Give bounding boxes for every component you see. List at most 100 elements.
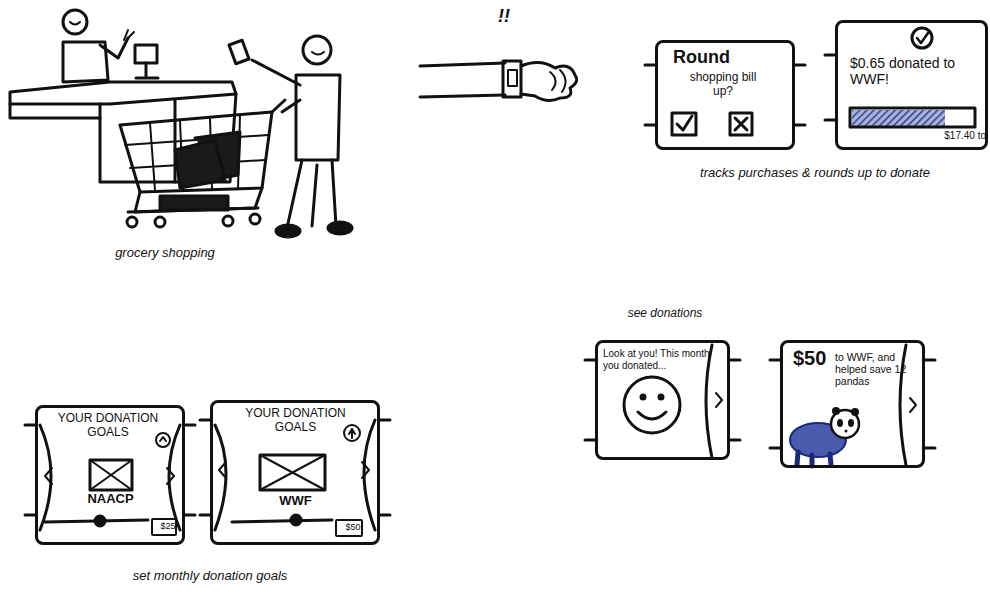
swipe-tab — [219, 462, 226, 478]
check-icon — [912, 28, 932, 48]
amount-value: $50 — [341, 522, 365, 532]
arm-with-watch — [420, 63, 505, 97]
decline-button — [730, 113, 752, 135]
goal-slider — [45, 515, 332, 526]
next-tab — [910, 398, 916, 412]
next-tab — [706, 345, 916, 465]
screen-text: $0.65 donated to WWF! — [850, 55, 975, 87]
watch-strap-stub — [585, 360, 740, 440]
shopper-figure — [276, 225, 300, 237]
scene-caption: tracks purchases & rounds up to donate — [695, 165, 935, 181]
panda-drawing — [848, 419, 854, 427]
next-tab — [706, 345, 712, 458]
goal-slider — [232, 520, 332, 522]
amount-box: $50 — [335, 519, 363, 537]
amount-value: $25 — [157, 521, 179, 531]
shopping-cart — [125, 115, 268, 190]
app-screen: $50to WWF, and helped save 12 pandas — [780, 340, 925, 468]
shopper-figure — [328, 222, 352, 234]
swipe-tab — [167, 468, 174, 484]
checkout-counter — [135, 45, 157, 63]
screen-heading: YOUR DONATION GOALS — [233, 407, 358, 435]
swipe-tab — [362, 462, 369, 478]
swipe-tab — [40, 425, 51, 530]
charity-name: NAACP — [73, 492, 148, 507]
shopper-figure — [296, 75, 340, 160]
shopper-figure — [287, 160, 336, 228]
smiley-face — [638, 412, 666, 419]
decline-button — [730, 113, 752, 135]
panda-drawing — [837, 419, 843, 427]
shopping-cart — [250, 214, 260, 224]
cashier-figure — [124, 30, 134, 40]
swipe-tab — [169, 425, 180, 530]
app-screen: YOUR DONATION GOALSWWF$50 — [210, 400, 380, 545]
shopping-cart — [128, 208, 258, 212]
checkout-counter — [136, 63, 158, 78]
shopping-cart — [120, 112, 272, 192]
decline-button — [735, 118, 747, 130]
goal-slider — [291, 515, 301, 525]
smiley-face — [624, 377, 680, 433]
arm-with-watch — [508, 70, 517, 86]
image-placeholder — [90, 460, 132, 490]
arm-with-watch — [521, 62, 577, 100]
app-screen: YOUR DONATION GOALS NAACP $25 — [35, 405, 185, 545]
shopper-figure — [312, 52, 324, 55]
scene-caption: grocery shopping — [85, 245, 245, 261]
smiley-face — [624, 377, 680, 433]
image-placeholder — [90, 460, 132, 490]
panda-drawing — [851, 408, 859, 416]
next-tab — [716, 393, 722, 407]
image-placeholder — [90, 455, 325, 490]
shopping-cart — [223, 216, 233, 226]
confirm-button — [677, 116, 692, 130]
arm-with-watch — [420, 61, 577, 101]
shopper-figure — [252, 60, 300, 85]
swipe-tab — [45, 468, 52, 484]
image-placeholder — [260, 455, 325, 490]
panda-drawing — [797, 452, 831, 466]
shopping-cart — [155, 217, 165, 227]
watch-strap-stub — [825, 55, 835, 120]
refresh-icon — [156, 433, 170, 447]
screen-text: to WWF, and helped save 12 pandas — [835, 351, 907, 387]
refresh-icon — [160, 437, 166, 441]
watch-screen: $0.65 donated to WWF!$17.40 to — [835, 20, 988, 150]
shopping-cart — [120, 100, 285, 227]
panda-drawing — [832, 407, 840, 415]
next-tab — [900, 345, 906, 465]
smiley-face — [659, 395, 663, 399]
shopper-figure — [229, 40, 249, 64]
watch-screen: Round shopping bill up? — [655, 40, 795, 150]
screen-text: shopping bill up? — [678, 71, 768, 99]
confirm-button — [672, 113, 696, 135]
cashier-figure — [70, 22, 80, 25]
cashier-figure — [63, 10, 87, 34]
refresh-icon — [344, 425, 360, 441]
alert-mark: !! — [498, 6, 528, 28]
progress-bar — [850, 108, 975, 127]
image-placeholder — [260, 455, 325, 490]
screen-heading: Round — [673, 47, 783, 68]
cashier-figure — [100, 38, 128, 58]
screen-heading: YOUR DONATION GOALS — [54, 412, 162, 440]
panda-drawing — [790, 407, 859, 466]
swipe-tab — [215, 425, 226, 530]
progress-bar — [852, 110, 945, 126]
check-icon — [917, 33, 928, 43]
checkout-counter — [99, 104, 102, 118]
amount-box: $25 — [151, 518, 177, 536]
shopping-cart — [175, 132, 240, 188]
refresh-icon — [349, 429, 355, 438]
screen-text: Look at you! This month you donated... — [603, 348, 711, 371]
smiley-face — [641, 395, 645, 399]
scene-caption: see donations — [600, 306, 730, 320]
watch-strap-stub — [645, 65, 805, 125]
shopper-figure — [282, 100, 300, 112]
watch-strap-stub — [200, 420, 390, 515]
check-icon — [912, 28, 932, 48]
watch-strap-stub — [25, 55, 935, 515]
